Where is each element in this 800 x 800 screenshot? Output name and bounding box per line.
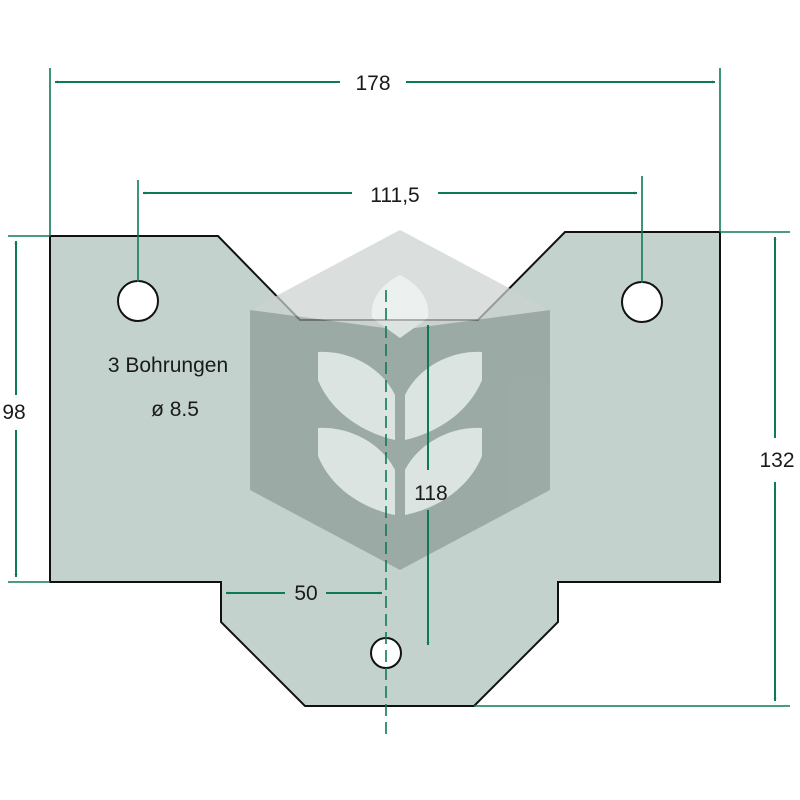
extension-lines	[8, 68, 790, 707]
note-holes-count: 3 Bohrungen	[108, 354, 228, 377]
note-hole-diameter: ø 8.5	[151, 398, 199, 421]
dim-center-height: 118	[414, 482, 447, 505]
dim-hole-spacing: 111,5	[370, 184, 419, 207]
dim-right-height: 132	[759, 449, 794, 472]
dim-left-height: 98	[2, 401, 25, 424]
dimension-lines	[14, 80, 777, 701]
wheat-logo-icon	[250, 230, 550, 570]
dim-overall-width: 178	[355, 72, 390, 95]
dim-bottom-offset: 50	[294, 582, 317, 605]
hole-right	[621, 281, 663, 323]
hole-left	[117, 280, 159, 322]
